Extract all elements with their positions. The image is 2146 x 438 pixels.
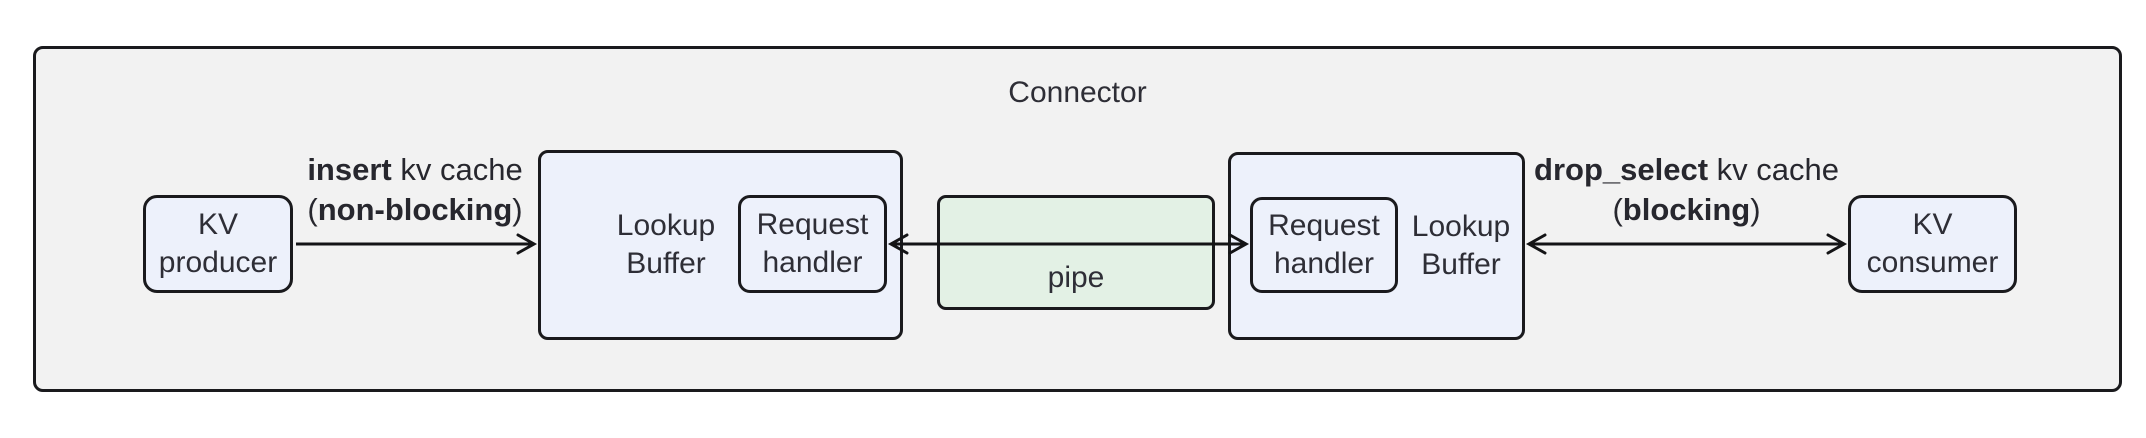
blocking-keyword: blocking [1622, 192, 1751, 227]
drop-select-edge-label-line2: (blocking) [1518, 190, 1855, 230]
kv-consumer-label-line1: KV [1912, 208, 1953, 241]
lookup-buffer-right-line1: Lookup [1411, 210, 1511, 243]
non-blocking-keyword: non-blocking [317, 192, 513, 227]
insert-edge-label: insert kv cache (non-blocking) [280, 150, 550, 230]
kv-producer-label-line2: producer [158, 246, 278, 279]
request-handler-right-line1: Request [1268, 209, 1380, 242]
insert-keyword: insert [307, 152, 392, 187]
insert-paren-close: ) [512, 192, 523, 227]
lookup-buffer-left-line2: Buffer [626, 247, 706, 280]
kv-consumer-node: KV consumer [1848, 195, 2017, 293]
drop-select-paren-close: ) [1750, 192, 1761, 227]
drop-select-edge-label-line1: drop_select kv cache [1518, 150, 1855, 190]
pipe-node: pipe [937, 195, 1215, 310]
drop-select-keyword: drop_select [1534, 152, 1709, 187]
lookup-buffer-left-label: Lookup Buffer [566, 150, 766, 340]
connector-title: Connector [1008, 76, 1147, 109]
request-handler-left-line1: Request [756, 208, 869, 241]
request-handler-left-line2: handler [762, 246, 863, 279]
insert-rest-text: kv cache [391, 152, 523, 187]
request-handler-right-line2: handler [1273, 247, 1375, 280]
insert-edge-label-line1: insert kv cache [280, 150, 550, 190]
kv-producer-label-line1: KV [197, 208, 239, 241]
kv-producer-node: KV producer [143, 195, 293, 293]
drop-select-edge-label: drop_select kv cache (blocking) [1518, 150, 1855, 230]
kv-consumer-label-line2: consumer [1866, 246, 1999, 279]
insert-edge-label-line2: (non-blocking) [280, 190, 550, 230]
drop-select-rest-text: kv cache [1708, 152, 1839, 187]
pipe-label: pipe [1047, 261, 1105, 294]
request-handler-left-node: Request handler [738, 195, 887, 293]
lookup-buffer-left-line1: Lookup [616, 209, 716, 242]
insert-paren-open: ( [307, 192, 318, 227]
lookup-buffer-right-line2: Buffer [1421, 248, 1501, 281]
drop-select-paren-open: ( [1612, 192, 1623, 227]
request-handler-right-node: Request handler [1250, 197, 1398, 293]
lookup-buffer-right-label: Lookup Buffer [1361, 152, 1561, 340]
